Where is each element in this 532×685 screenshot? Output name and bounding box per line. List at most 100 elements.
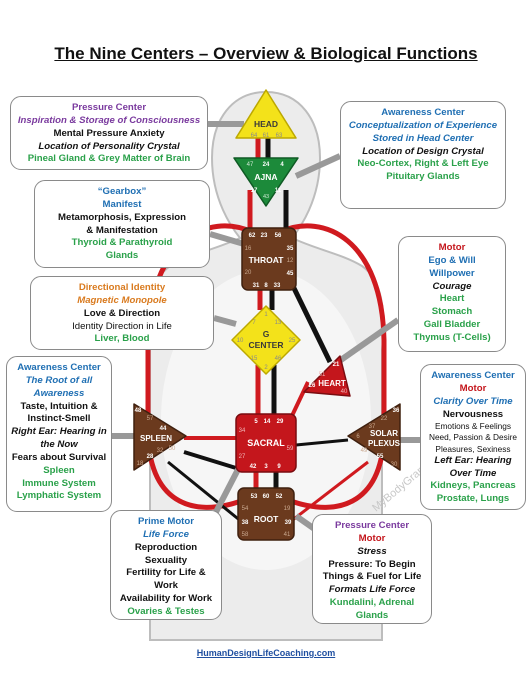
- gate-15: 15: [251, 356, 258, 362]
- box-line: Availability for Work: [119, 593, 213, 605]
- box-line: Life Force: [143, 528, 189, 540]
- gate-12: 12: [287, 258, 294, 264]
- box-line: Heart: [439, 293, 465, 305]
- gate-8: 8: [264, 283, 268, 289]
- gate-16: 16: [245, 246, 252, 252]
- solar-label-top: SOLAR: [370, 429, 398, 438]
- throat-label: THROAT: [249, 255, 285, 265]
- gate-47: 47: [247, 162, 254, 168]
- box-line: Courage: [432, 280, 472, 292]
- gate-29: 29: [277, 419, 284, 425]
- box-line: Instinct-Smell: [27, 413, 91, 425]
- gate-48: 48: [135, 408, 142, 414]
- sacral-info-box: Prime Motor Life Force Reproduction Sexu…: [110, 510, 222, 620]
- gate-20: 20: [245, 270, 252, 276]
- heart-info-box: Motor Ego & Will Willpower Courage Heart…: [398, 236, 506, 352]
- box-line: Inspiration & Storage of Consciousness: [17, 114, 201, 126]
- box-line: Fears about Survival: [11, 451, 107, 463]
- box-line: Ovaries & Testes: [127, 605, 205, 617]
- gate-13: 13: [275, 320, 282, 326]
- gate-4: 4: [280, 162, 284, 168]
- box-line: Need, Passion & Desire: [428, 432, 518, 443]
- gate-51: 51: [319, 372, 326, 378]
- gate-34: 34: [239, 428, 246, 434]
- box-line: Awareness Center: [17, 362, 101, 373]
- box-line: Immune System: [22, 477, 96, 489]
- box-line: Love & Direction: [83, 307, 161, 319]
- spleen-info-box: Awareness Center The Root of all Awarene…: [6, 356, 112, 512]
- gate-58: 58: [242, 532, 249, 538]
- box-line: Liver, Blood: [94, 333, 150, 345]
- box-line: Nervousness: [442, 408, 504, 420]
- g-label-top: G: [263, 329, 270, 339]
- box-line: Location of Personality Crystal: [38, 140, 180, 152]
- pointer-heart: [336, 317, 400, 365]
- g-center: G CENTER 1 7 13 10 25 15 46 2: [231, 305, 301, 375]
- gate-28: 28: [147, 454, 154, 460]
- gate-18: 18: [137, 461, 144, 467]
- root-info-box: Pressure Center Motor Stress Pressure: T…: [312, 514, 432, 624]
- box-line: Kundalini, Adrenal: [329, 597, 415, 609]
- box-line: Emotions & Feelings: [434, 421, 512, 432]
- box-line: Stomach: [431, 306, 473, 318]
- g-info-box: Directional Identity Magnetic Monopole L…: [30, 276, 214, 350]
- gate-56: 56: [275, 233, 282, 239]
- box-line: Awareness Center: [431, 370, 515, 381]
- channel-spleen-sacral-2: [183, 450, 237, 470]
- box-line: Right Ear: Hearing in: [11, 426, 107, 438]
- solar-plexus-center: SOLAR PLEXUS 36 22 37 6 49 55 30: [347, 403, 401, 471]
- channel-integration-loop-right: [278, 223, 387, 341]
- gate-11: 11: [275, 188, 282, 194]
- box-line: Directional Identity: [78, 282, 166, 293]
- box-line: Over Time: [449, 467, 497, 479]
- box-line: Glands: [355, 609, 389, 621]
- throat-center: THROAT 62 23 56 35 12 45 16 20 31 8 33: [241, 227, 297, 291]
- ajna-label: AJNA: [254, 172, 277, 182]
- gate-27: 27: [239, 454, 246, 460]
- box-line: Awareness Center: [381, 107, 465, 118]
- box-line: Left Ear: Hearing: [434, 454, 512, 466]
- box-line: Magnetic Monopole: [77, 294, 167, 306]
- head-info-box: Pressure Center Inspiration & Storage of…: [10, 96, 208, 170]
- gate-22: 22: [381, 416, 388, 422]
- box-line: Stress: [357, 545, 387, 557]
- gate-37: 37: [369, 424, 376, 430]
- footer-link[interactable]: HumanDesignLifeCoaching.com: [196, 648, 336, 658]
- root-label: ROOT: [254, 514, 279, 524]
- box-line: Sexuality: [144, 554, 188, 566]
- spleen-center: SPLEEN 48 57 44 50 32 28 18: [133, 403, 187, 471]
- channel-throat-heart: [287, 278, 333, 364]
- gate-25: 25: [289, 338, 296, 344]
- gate-39: 39: [285, 520, 292, 526]
- gate-30: 30: [391, 462, 398, 468]
- box-line: Pressure: To Begin: [328, 558, 416, 570]
- gate-53: 53: [251, 494, 258, 500]
- gate-35: 35: [287, 246, 294, 252]
- channel-root-spleen: [167, 460, 243, 524]
- box-line: Gall Bladder: [423, 319, 481, 331]
- gate-64: 64: [251, 133, 258, 139]
- gate-31: 31: [253, 283, 260, 289]
- box-line: Pressure Center: [334, 520, 410, 531]
- gate-10: 10: [237, 338, 244, 344]
- ajna-center: AJNA 47 24 4 17 11 43: [233, 157, 299, 207]
- root-center: ROOT 53 60 52 54 19 38 39 58 41: [237, 487, 295, 541]
- channel-heart-sacral: [288, 381, 310, 421]
- gate-23: 23: [261, 233, 268, 239]
- box-line: Things & Fuel for Life: [322, 571, 422, 583]
- gate-19: 19: [284, 506, 291, 512]
- box-line: Work: [154, 580, 178, 592]
- gate-24: 24: [263, 162, 270, 168]
- gate-33: 33: [274, 283, 281, 289]
- box-line: Pressure Center: [71, 102, 147, 113]
- ajna-info-box: Awareness Center Conceptualization of Ex…: [340, 101, 506, 209]
- gate-42: 42: [250, 464, 257, 470]
- gate-5: 5: [254, 419, 258, 425]
- gate-55: 55: [377, 454, 384, 460]
- gate-46: 46: [275, 356, 282, 362]
- gate-41: 41: [284, 532, 291, 538]
- gate-21: 21: [333, 362, 340, 368]
- box-line: Conceptualization of Experience: [348, 119, 498, 131]
- gate-38: 38: [242, 520, 249, 526]
